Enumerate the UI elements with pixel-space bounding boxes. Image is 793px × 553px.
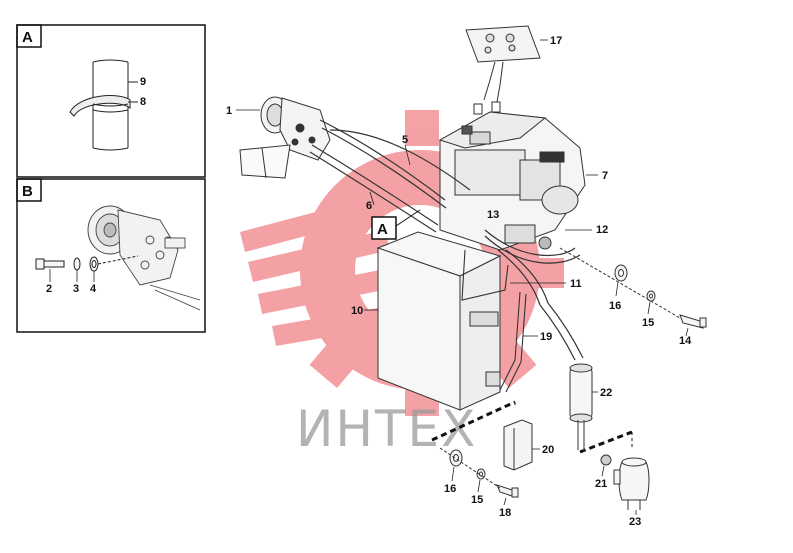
callout-20: 20	[542, 444, 554, 456]
watermark-text: ИНТЕХ	[296, 400, 477, 458]
nut	[600, 454, 612, 466]
hoses	[309, 119, 584, 361]
callout-9: 9	[140, 76, 146, 88]
bottle-clamp	[613, 457, 650, 510]
main-a-label: A	[377, 221, 388, 238]
callout-3: 3	[73, 283, 79, 295]
callout-15-bottom: 15	[471, 494, 483, 506]
compressor-detail	[87, 205, 201, 311]
inset-a-frame	[16, 24, 206, 178]
callout-16-right: 16	[609, 300, 621, 312]
heater-unit	[438, 111, 586, 251]
callout-7: 7	[602, 170, 608, 182]
hidden-edge-lines	[431, 400, 633, 454]
callout-12: 12	[596, 224, 608, 236]
callout-1: 1	[226, 105, 232, 117]
callout-6: 6	[366, 200, 372, 212]
callout-22: 22	[600, 387, 612, 399]
callout-13: 13	[487, 209, 499, 221]
inset-a-label: A	[22, 29, 33, 46]
bolt-washer-set	[35, 255, 139, 272]
main-a-label-box	[371, 216, 397, 240]
callout-4: 4	[90, 283, 97, 295]
inset-b	[16, 178, 206, 333]
callout-23: 23	[629, 516, 641, 528]
tube-with-clamp	[69, 59, 138, 151]
inset-b-frame	[16, 178, 206, 333]
mounting-bracket	[503, 419, 533, 471]
callout-17: 17	[550, 35, 562, 47]
callout-10: 10	[351, 305, 363, 317]
callout-5: 5	[402, 134, 408, 146]
battery-box	[376, 231, 502, 411]
inset-b-label-box	[16, 178, 42, 202]
callout-11: 11	[570, 278, 582, 290]
callout-16-bottom: 16	[444, 483, 456, 495]
inset-a-label-box	[16, 24, 42, 48]
callout-8: 8	[140, 96, 146, 108]
callout-2: 2	[46, 283, 52, 295]
fastener-set-bottom	[439, 447, 519, 498]
callout-14: 14	[679, 335, 692, 347]
drain-pipe	[461, 249, 527, 393]
control-panel	[465, 25, 541, 115]
filter-bottle	[569, 363, 593, 452]
inset-b-label: B	[22, 183, 33, 200]
callout-21: 21	[595, 478, 607, 490]
callout-18: 18	[499, 507, 511, 519]
callout-15-right: 15	[642, 317, 654, 329]
compressor	[239, 96, 331, 179]
callout-19: 19	[540, 331, 552, 343]
fastener-set-right	[559, 247, 707, 329]
inset-a	[16, 24, 206, 178]
